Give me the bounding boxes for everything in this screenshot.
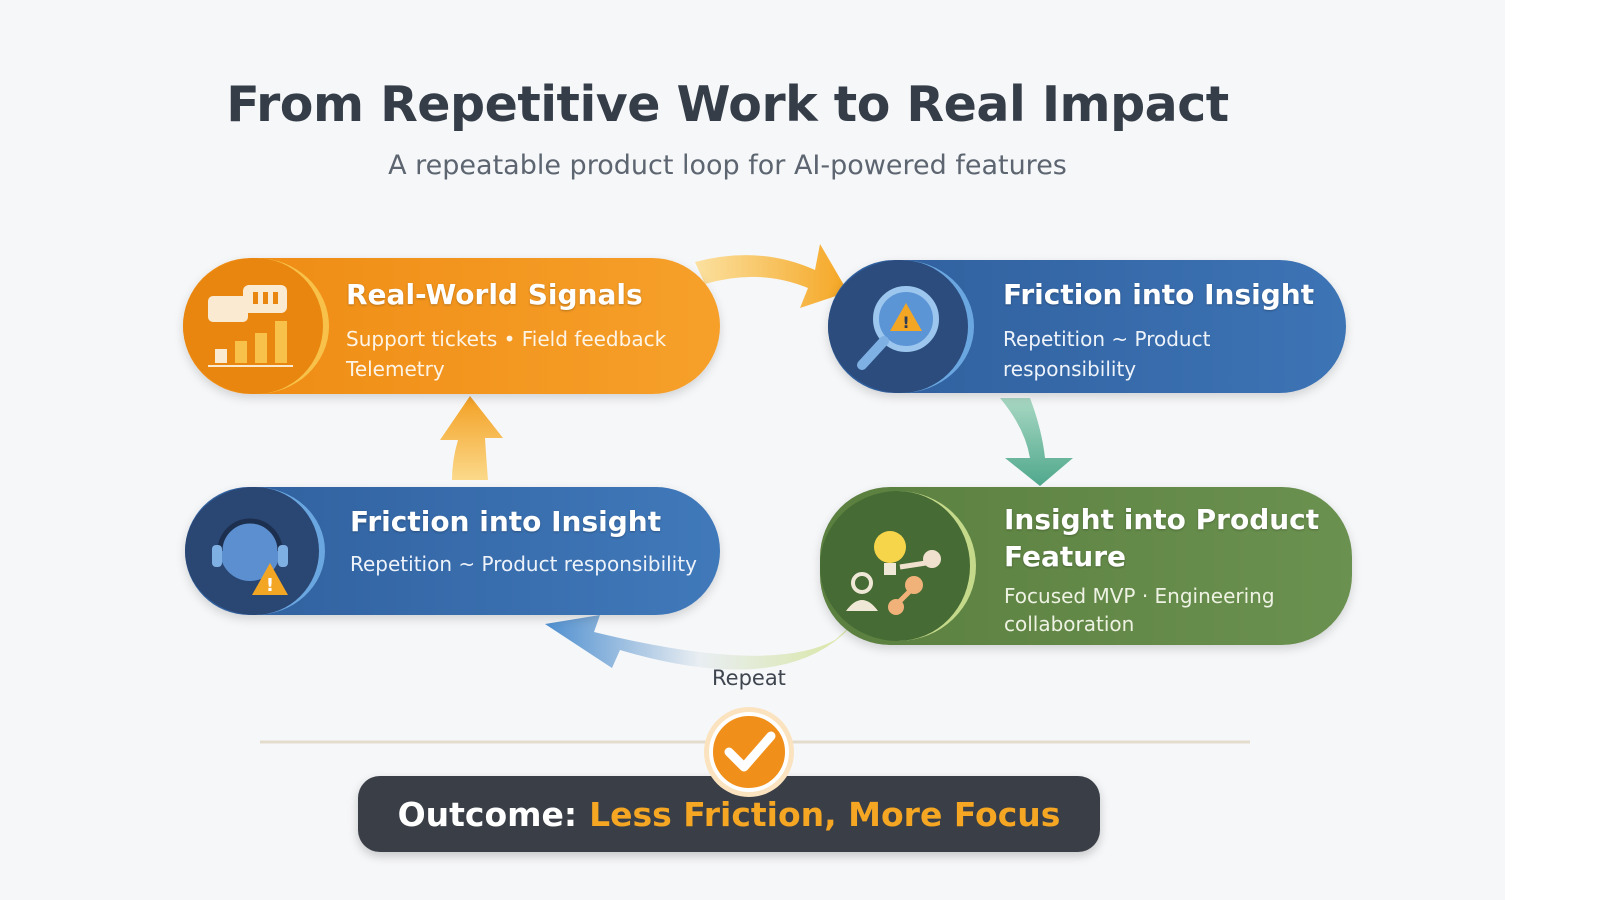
chat-chart-icon	[183, 258, 329, 394]
step-desc: Support tickets • Field feedback	[346, 327, 667, 351]
outcome-value: Less Friction, More Focus	[589, 794, 1061, 834]
outcome-banner: Outcome: Less Friction, More Focus	[358, 776, 1100, 852]
svg-text:!: !	[902, 313, 909, 332]
outcome-label: Outcome:	[397, 794, 578, 834]
arrow-signals-to-friction	[695, 244, 848, 308]
arrow-repeat	[545, 615, 855, 670]
step-card-insight-into-product-feature: Insight into Product Feature Focused MVP…	[820, 487, 1352, 645]
step-title: Insight into Product Feature	[1004, 503, 1320, 573]
magnifier-warning-icon: !	[828, 260, 974, 393]
step-card-real-world-signals: Real-World Signals Support tickets • Fie…	[183, 258, 720, 394]
repeat-label: Repeat	[712, 666, 786, 690]
check-circle-icon	[704, 707, 794, 797]
lightbulb-network-icon	[820, 491, 976, 641]
step-card-friction-into-insight-bottom: ! Friction into Insight Repetition ~ Pro…	[185, 487, 720, 615]
step-desc: Repetition ~ Product responsibility	[1003, 327, 1211, 381]
arrow-friction-to-signals	[440, 396, 503, 480]
step-card-friction-into-insight-top: ! Friction into Insight Repetition ~ Pro…	[828, 260, 1346, 393]
step-desc: Telemetry	[346, 357, 445, 381]
page-subtitle: A repeatable product loop for AI-powered…	[388, 150, 1067, 181]
step-desc: collaboration	[1004, 612, 1135, 636]
step-title: Real-World Signals	[346, 278, 643, 311]
step-desc: Repetition ~ Product responsibility	[350, 552, 697, 576]
svg-text:!: !	[266, 575, 274, 596]
page-title: From Repetitive Work to Real Impact	[226, 76, 1229, 133]
arrow-friction-to-feature	[1000, 398, 1073, 486]
step-title: Friction into Insight	[1003, 278, 1315, 311]
step-title: Friction into Insight	[350, 505, 662, 538]
headset-warning-icon: !	[185, 487, 325, 615]
step-desc: Focused MVP · Engineering	[1004, 584, 1275, 608]
